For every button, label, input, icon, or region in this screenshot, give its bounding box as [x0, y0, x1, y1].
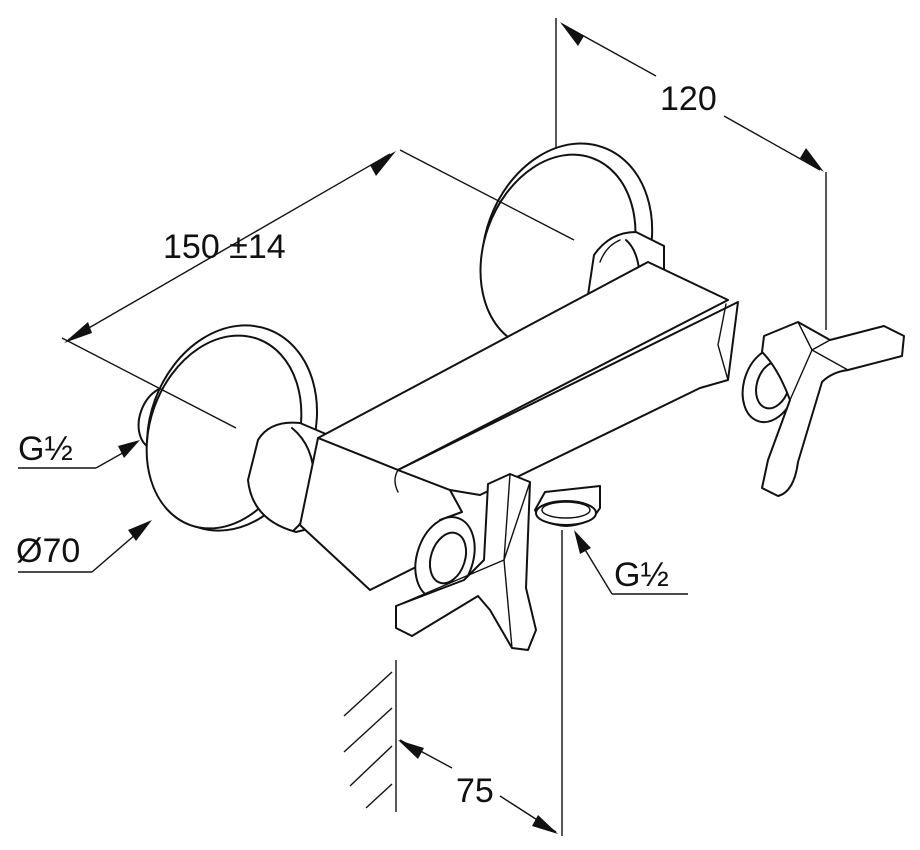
callout-outlet-thread: G½ — [574, 530, 688, 595]
shower-outlet — [534, 485, 601, 527]
callout-inlet-thread: G½ — [18, 430, 140, 469]
handle-spacing-label: 150 ±14 — [163, 228, 286, 266]
dimension-projection-depth: 120 — [555, 18, 827, 330]
dimension-wall-to-outlet: 75 — [398, 530, 563, 836]
wall-to-outlet-label: 75 — [456, 772, 494, 810]
flange-diameter-label: Ø70 — [16, 532, 80, 570]
outlet-thread-label: G½ — [614, 556, 669, 594]
front-valve-handle — [395, 473, 537, 651]
right-valve-handle — [741, 321, 905, 497]
dimension-handle-spacing: 150 ±14 — [61, 149, 575, 429]
projection-depth-label: 120 — [660, 80, 717, 118]
wall-hatch — [343, 660, 397, 812]
inlet-thread-label: G½ — [18, 430, 73, 468]
faucet-body — [137, 142, 905, 651]
callout-flange-diameter: Ø70 — [16, 520, 152, 573]
